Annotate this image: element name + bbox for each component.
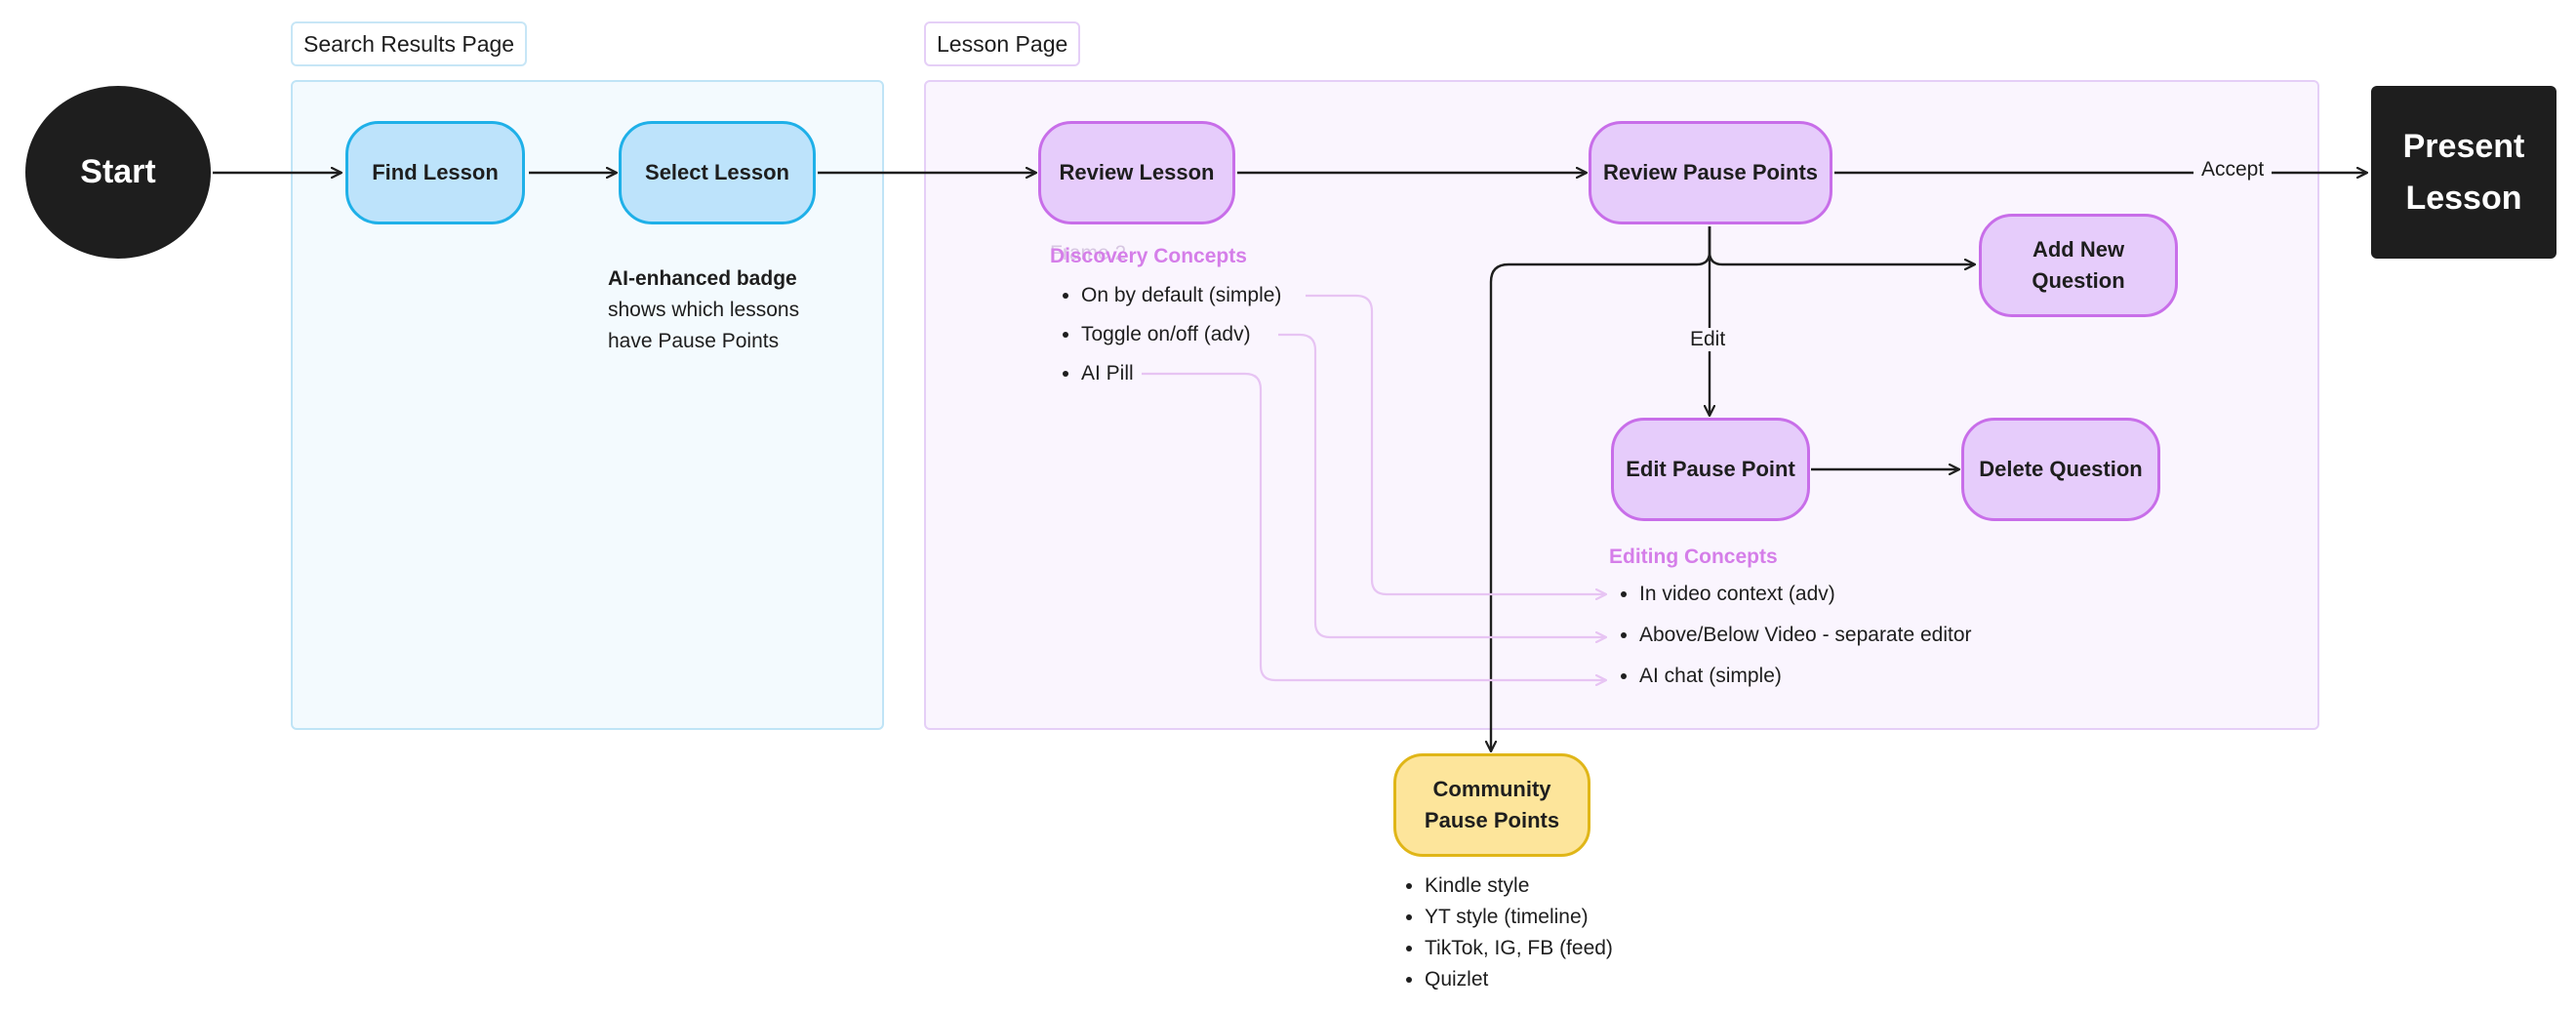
lesson-page-section-label: Lesson Page <box>924 21 1081 66</box>
list-item: Kindle style <box>1425 870 1613 902</box>
ai-badge-note: AI-enhanced badge shows which lessons ha… <box>608 263 799 357</box>
community-pause-points-label: Community Pause Points <box>1424 777 1560 832</box>
review-lesson-node: Review Lesson <box>1038 121 1235 224</box>
concept-link-ai-pill-to-ai-chat <box>1142 372 1606 680</box>
list-item: In video context (adv) <box>1639 575 1972 614</box>
edit-pause-point-label: Edit Pause Point <box>1626 457 1795 482</box>
ai-badge-note-title: AI-enhanced badge <box>608 267 797 290</box>
find-lesson-node: Find Lesson <box>345 121 525 224</box>
list-item: YT style (timeline) <box>1425 902 1613 933</box>
editing-concepts-list: In video context (adv) Above/Below Video… <box>1612 575 1972 696</box>
list-item: Quizlet <box>1425 964 1613 995</box>
list-item: AI chat (simple) <box>1639 657 1972 696</box>
select-lesson-node: Select Lesson <box>619 121 816 224</box>
frame-ghost-label: Frame 2 <box>1050 242 1127 264</box>
discovery-concepts-heading: Discovery Concepts <box>1050 245 1247 267</box>
edit-pause-point-node: Edit Pause Point <box>1611 418 1810 521</box>
delete-question-node: Delete Question <box>1961 418 2160 521</box>
edge-review-pause-points-to-community <box>1491 226 1711 751</box>
edge-review-pause-points-to-add-question <box>1708 226 1975 264</box>
review-pause-points-node: Review Pause Points <box>1589 121 1832 224</box>
search-results-section-label: Search Results Page <box>291 21 528 66</box>
add-new-question-node: Add New Question <box>1979 214 2178 317</box>
community-pause-points-node: Community Pause Points <box>1393 753 1590 857</box>
list-item: On by default (simple) <box>1081 276 1281 315</box>
accept-edge-label: Accept <box>2194 158 2273 182</box>
discovery-concepts-list: On by default (simple) Toggle on/off (ad… <box>1054 276 1281 393</box>
ai-badge-note-line: have Pause Points <box>608 330 780 352</box>
add-new-question-label: Add New Question <box>2032 237 2125 293</box>
editing-concepts-heading: Editing Concepts <box>1609 546 1778 568</box>
review-pause-points-label: Review Pause Points <box>1602 160 1819 185</box>
delete-question-label: Delete Question <box>1979 457 2143 482</box>
edit-edge-label: Edit <box>1682 328 1734 351</box>
present-lesson-label: Present Lesson <box>2402 127 2525 217</box>
list-item: AI Pill <box>1081 354 1281 393</box>
start-node: Start <box>25 86 211 259</box>
concept-link-toggle-to-above-below <box>1278 333 1606 637</box>
ai-badge-note-line: shows which lessons <box>608 299 800 321</box>
review-lesson-label: Review Lesson <box>1059 160 1215 185</box>
select-lesson-label: Select Lesson <box>645 160 789 185</box>
find-lesson-label: Find Lesson <box>372 160 499 185</box>
concept-link-default-to-in-video <box>1306 294 1606 594</box>
start-node-label: Start <box>80 153 156 190</box>
list-item: TikTok, IG, FB (feed) <box>1425 933 1613 964</box>
list-item: Toggle on/off (adv) <box>1081 315 1281 354</box>
present-lesson-node: Present Lesson <box>2371 86 2556 259</box>
list-item: Above/Below Video - separate editor <box>1639 614 1972 657</box>
community-styles-list: Kindle style YT style (timeline) TikTok,… <box>1397 870 1613 995</box>
